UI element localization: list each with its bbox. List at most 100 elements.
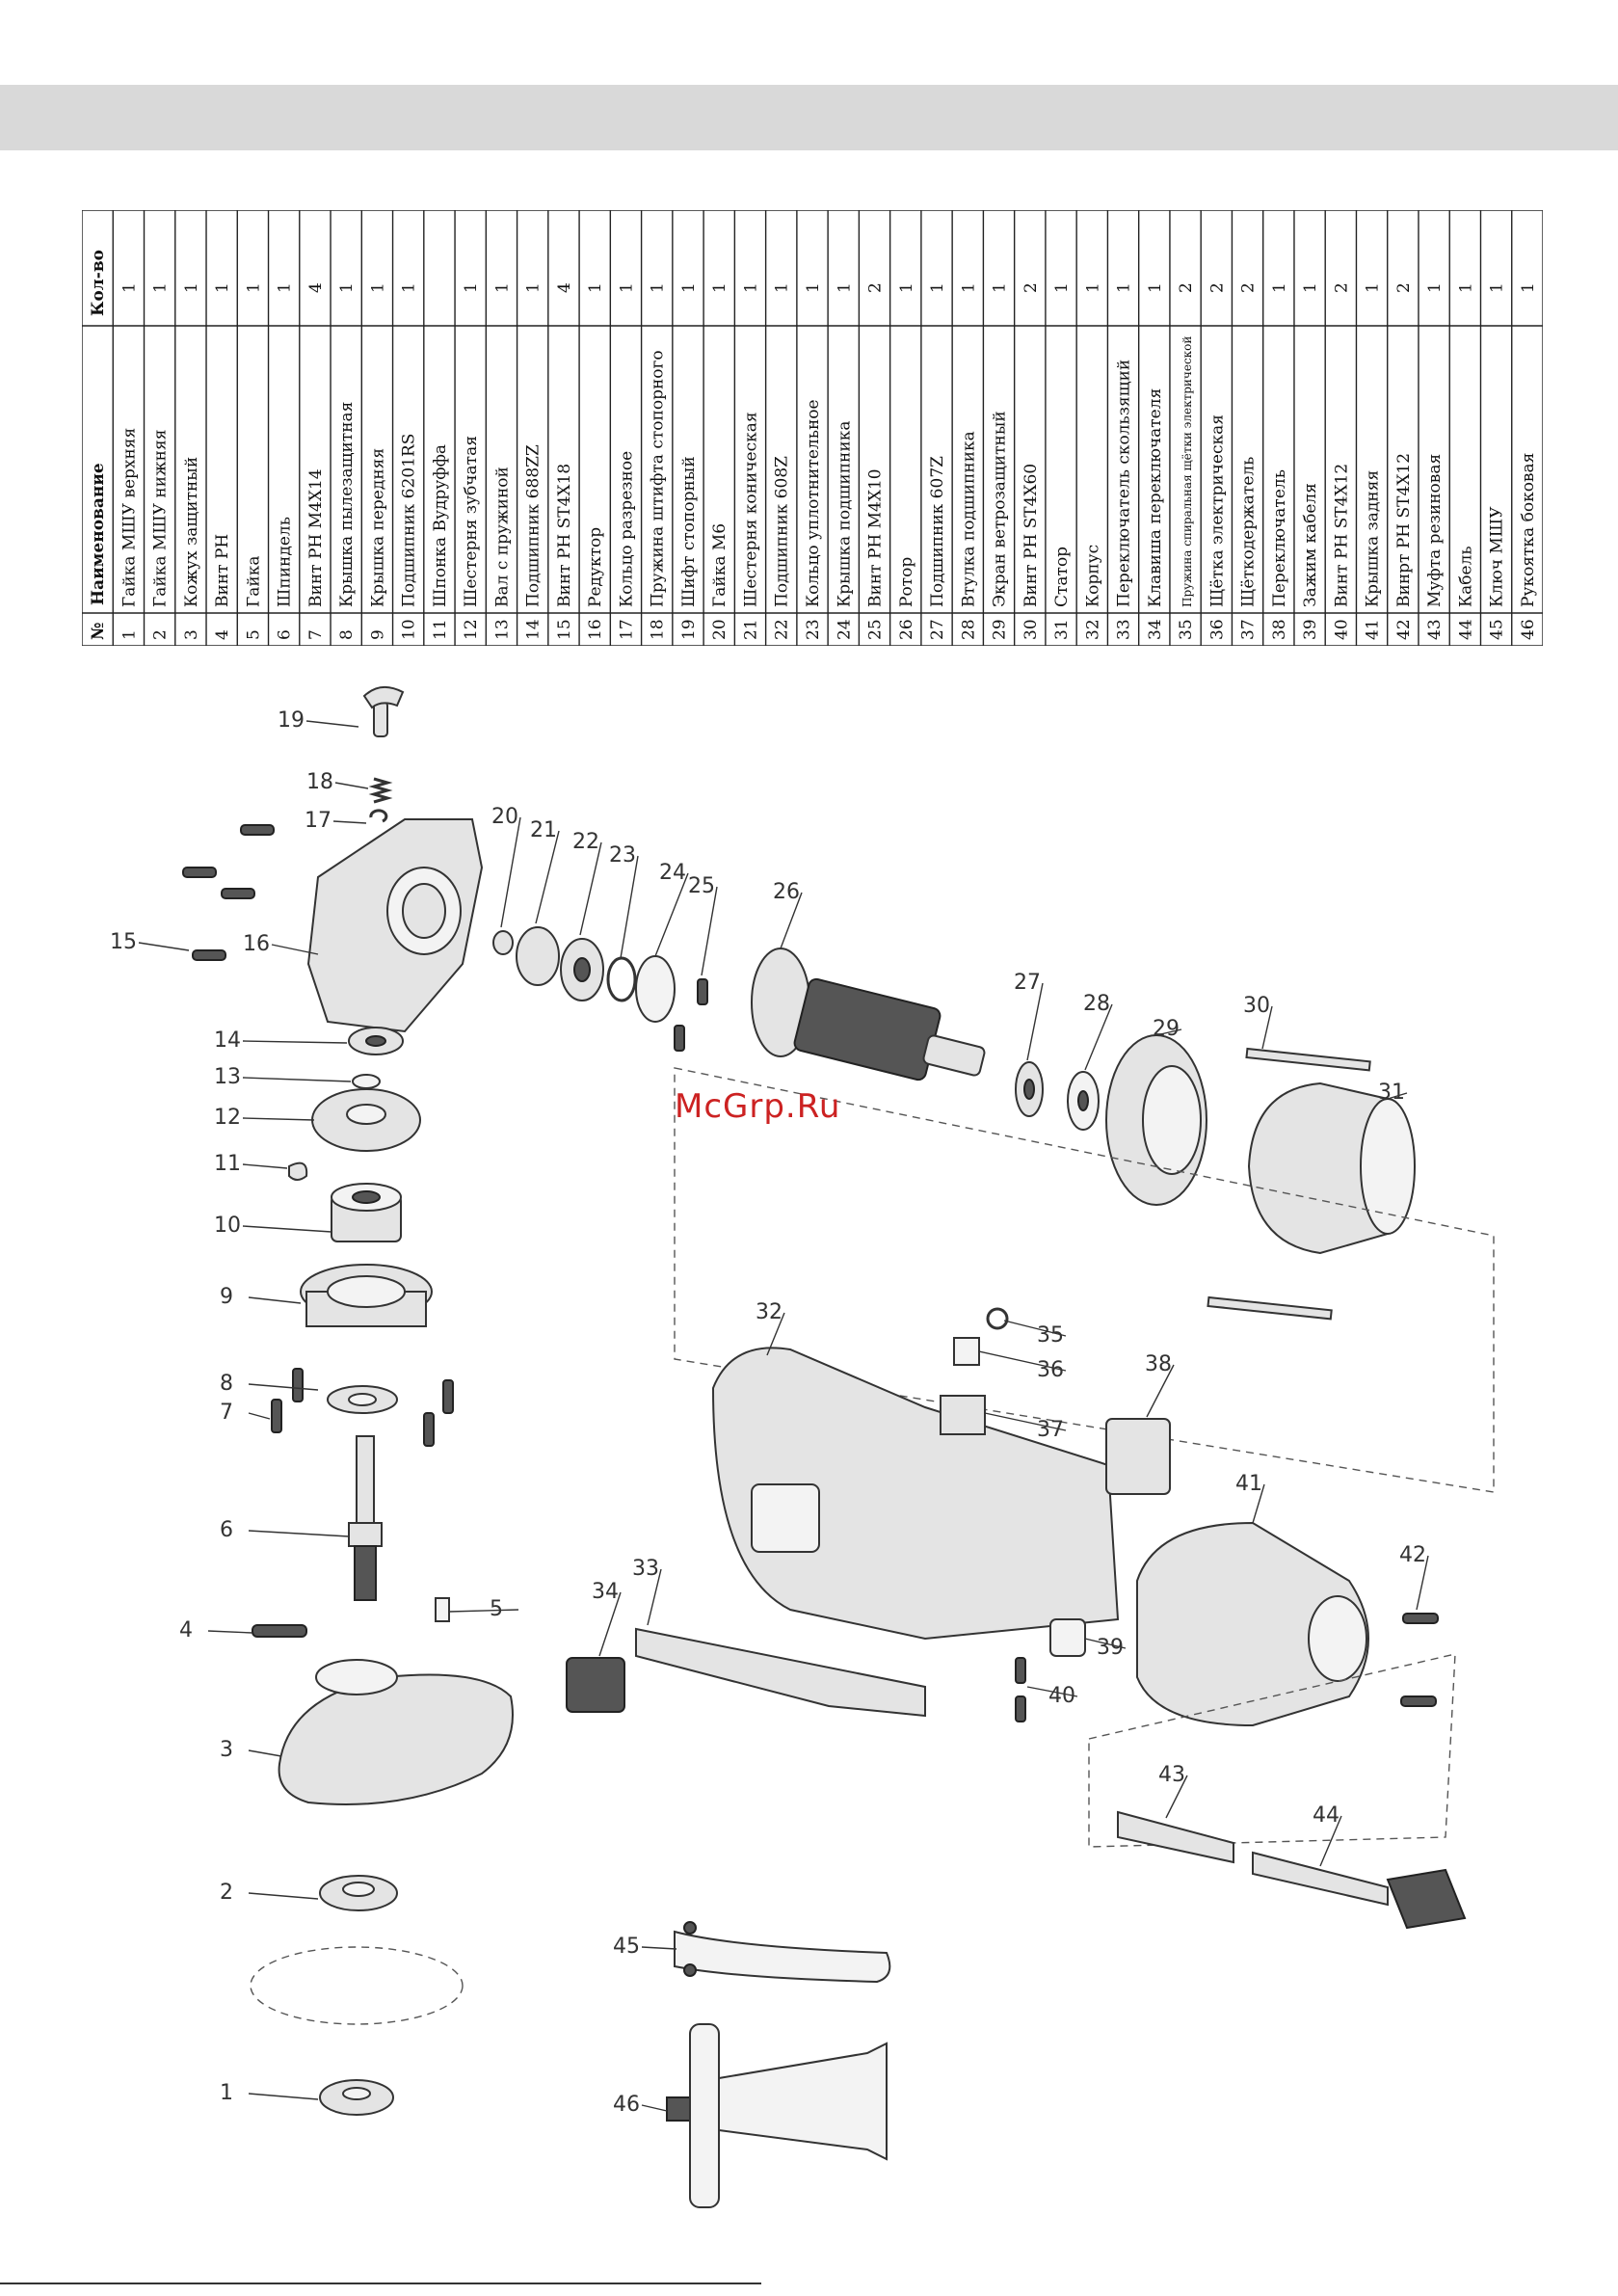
table-cell-qty: 1 [368,282,387,293]
callout-leader [242,1040,348,1044]
table-cell-name: Клавиша переключателя [1146,388,1165,607]
table-cell-num: 26 [897,619,916,640]
table-cell-name: Винт РН М4Х14 [306,468,326,607]
table-cell-name: Кабель [1456,546,1475,607]
part-20-nut [492,930,514,955]
table-cell-num: 9 [368,629,387,640]
table-cell-num: 39 [1301,619,1320,640]
part-35-spring [986,1307,1009,1330]
table-cell-qty: 1 [897,282,916,293]
table-cell-num: 10 [400,619,419,640]
table-cell-qty: 1 [773,282,792,293]
callout-18: 18 [306,770,333,794]
table-cell-qty: 1 [1364,282,1383,293]
table-cell-qty: 1 [959,282,978,293]
table-cell-name: Щётка электрическая [1207,414,1227,607]
table-cell-name: Гайка [244,556,263,607]
callout-14: 14 [214,1028,241,1053]
callout-leader [448,1609,519,1613]
callout-22: 22 [572,830,599,854]
table-cell-num: 37 [1239,619,1259,640]
callout-leader [984,1412,1067,1431]
part-17-ring [369,809,388,823]
table-cell-num: 45 [1488,619,1507,640]
table-cell-num: 24 [835,619,854,640]
callout-leader [1026,982,1044,1061]
disc-outline [250,1946,464,2025]
table-cell-qty: 1 [1488,282,1507,293]
part-5-nut [435,1597,450,1622]
table-cell-num: 31 [1052,619,1072,640]
table-cell-num: 42 [1394,619,1414,640]
part-33-slide-switch [635,1627,926,1718]
header-band [0,85,1618,150]
callout-leader [1084,1638,1127,1649]
callout-leader [207,1630,253,1634]
table-cell-num: 19 [679,619,699,640]
table-cell-name: Подшипник 688ZZ [524,444,544,607]
callout-33: 33 [632,1557,659,1581]
table-cell-name: Статор [1052,547,1072,607]
table-cell-num: 21 [741,619,760,640]
exploded-diagram-svg: 1234567891011121314151617181920212223242… [110,685,1495,2208]
part-8-dust-cover [327,1385,398,1414]
table-cell-name: Переключатель скользящий [1115,360,1134,607]
part-43-rubber-sleeve [1117,1810,1234,1864]
callout-leader [248,1412,271,1420]
part-1-upper-nut [319,2079,394,2116]
callout-12: 12 [214,1106,241,1130]
part-44-cable [1252,1851,1467,1930]
callout-8: 8 [220,1372,233,1396]
callout-leader [766,1312,785,1356]
table-cell-name: Шестерня зубчатая [462,436,481,607]
table-cell-name: Винт РН ST4X18 [555,464,574,607]
part-3-guard [278,1659,514,1805]
table-cell-num: 25 [866,619,886,640]
callout-leader [500,816,521,928]
callout-leader [535,830,560,924]
table-cell-name: Щёткодержатель [1239,457,1259,607]
table-cell-name: Шпонка Вудруффа [431,444,450,607]
part-12-gear [311,1088,421,1152]
table-cell-num: 29 [991,619,1010,640]
table-cell-num: 3 [182,629,201,640]
rear-group-outline [1088,1653,1456,1848]
table-cell-num: 15 [555,619,574,640]
part-28-bushing [1067,1071,1100,1131]
callout-38: 38 [1145,1352,1172,1376]
callout-4: 4 [179,1618,193,1642]
table-cell-name: Рукоятка боковая [1519,453,1538,607]
part-38-switch [1105,1418,1171,1495]
table-cell-num: 28 [959,619,978,640]
part-25-screws [674,978,708,1052]
callout-2: 2 [220,1881,233,1905]
callout-leader [620,855,639,959]
part-10-bearing [331,1183,402,1242]
table-cell-num: 8 [337,629,357,640]
callout-44: 44 [1313,1803,1339,1828]
callout-43: 43 [1158,1763,1185,1787]
table-cell-name: Ротор [897,557,916,607]
table-cell-name: Пружина спиральная щётки электрической [1180,336,1194,607]
table-cell-num: 43 [1425,619,1445,640]
table-cell-name: Винрт РН ST4X12 [1394,453,1414,607]
part-9-front-cover [300,1264,433,1327]
part-21-bevel-gear [516,926,560,986]
part-42-screws [1400,1613,1439,1707]
table-cell-num: 5 [244,629,263,640]
part-15-screws [182,824,275,961]
table-cell-num: 12 [462,619,481,640]
table-cell-num: 20 [710,619,729,640]
part-4-screw [252,1624,307,1638]
table-cell-name: Крышка подшипника [835,421,854,607]
callout-6: 6 [220,1518,233,1542]
table-cell-name: Шпиндель [276,517,295,607]
callout-leader [1155,1028,1182,1036]
part-18-spring [368,777,393,804]
callout-leader [1165,1775,1188,1819]
callout-26: 26 [773,880,800,904]
callout-leader [1003,1320,1067,1337]
table-cell-name: Зажим кабеля [1301,483,1320,607]
part-16-gear-housing [306,818,484,1033]
